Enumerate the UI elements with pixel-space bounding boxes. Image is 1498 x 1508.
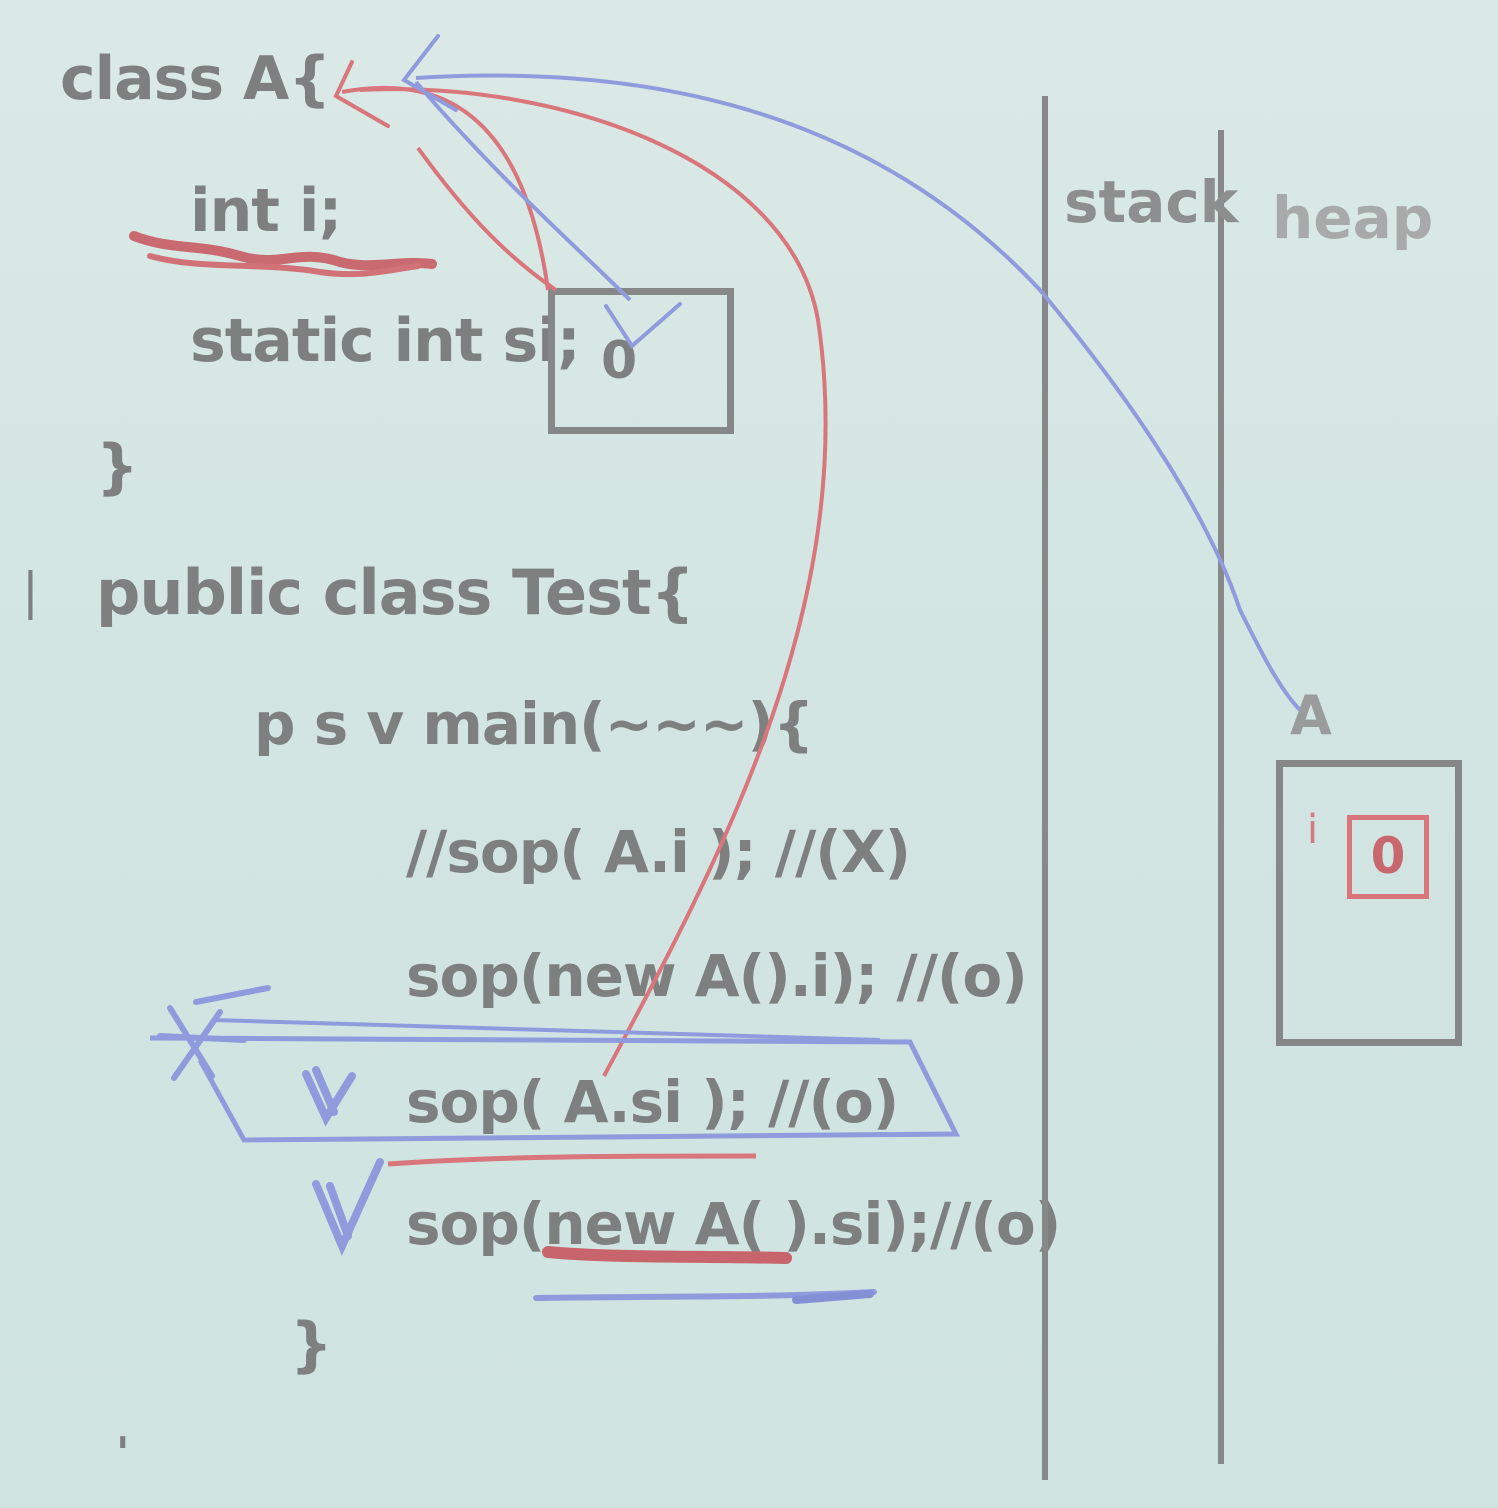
stack-left-divider [1042, 96, 1048, 1480]
blue-check-line4 [312, 1158, 384, 1257]
code-close-main: } [290, 1310, 333, 1380]
red-line-above-line4 [387, 1153, 757, 1167]
code-main: p s v main(~~~){ [254, 690, 814, 758]
red-arrow-int-to-box [416, 146, 558, 292]
heap-field-value-box: 0 [1347, 815, 1429, 899]
red-underline-int-i [129, 231, 437, 271]
blue-arrow-to-static-box [414, 80, 632, 302]
code-line-4: sop(new A( ).si);//(o) [406, 1190, 1061, 1258]
margin-mark-bottom: ' [116, 1428, 130, 1479]
blue-star-mark [157, 985, 271, 1081]
blue-check-in-box [604, 302, 682, 350]
code-public-class: public class Test{ [96, 556, 695, 629]
heap-label: heap [1272, 184, 1434, 252]
heap-object-class-label: A [1290, 684, 1332, 747]
code-class-a: class A{ [60, 44, 331, 114]
blue-top-line-3 [213, 1018, 881, 1042]
code-static-si: static int si; [190, 306, 581, 376]
static-si-box: 0 [548, 288, 734, 434]
static-si-value: 0 [601, 331, 637, 391]
code-close-a: } [96, 432, 139, 502]
margin-mark-top: | [22, 562, 39, 620]
blue-arrow-class-to-heap [415, 73, 1302, 712]
heap-field-name: i [1307, 807, 1319, 853]
code-line-1: //sop( A.i ); //(X) [406, 818, 911, 886]
red-underline-int-i-2 [147, 253, 421, 278]
red-arrowhead [333, 60, 390, 128]
red-arrow-asi-to-class [359, 87, 828, 1077]
stack-heap-divider [1218, 130, 1224, 1464]
code-line-3: sop( A.si ); //(o) [406, 1068, 899, 1136]
blue-highlight-line3 [149, 1035, 961, 1143]
blue-underline-thick [792, 1290, 874, 1304]
code-line-2: sop(new A().i); //(o) [406, 942, 1028, 1010]
code-int-i: int i; [190, 176, 342, 246]
red-underline-new-a [542, 1246, 792, 1264]
blue-arrowhead-class [401, 34, 458, 112]
heap-object-box: i 0 [1276, 760, 1462, 1046]
blue-check-line3 [302, 1066, 356, 1127]
stack-label: stack [1064, 168, 1239, 236]
